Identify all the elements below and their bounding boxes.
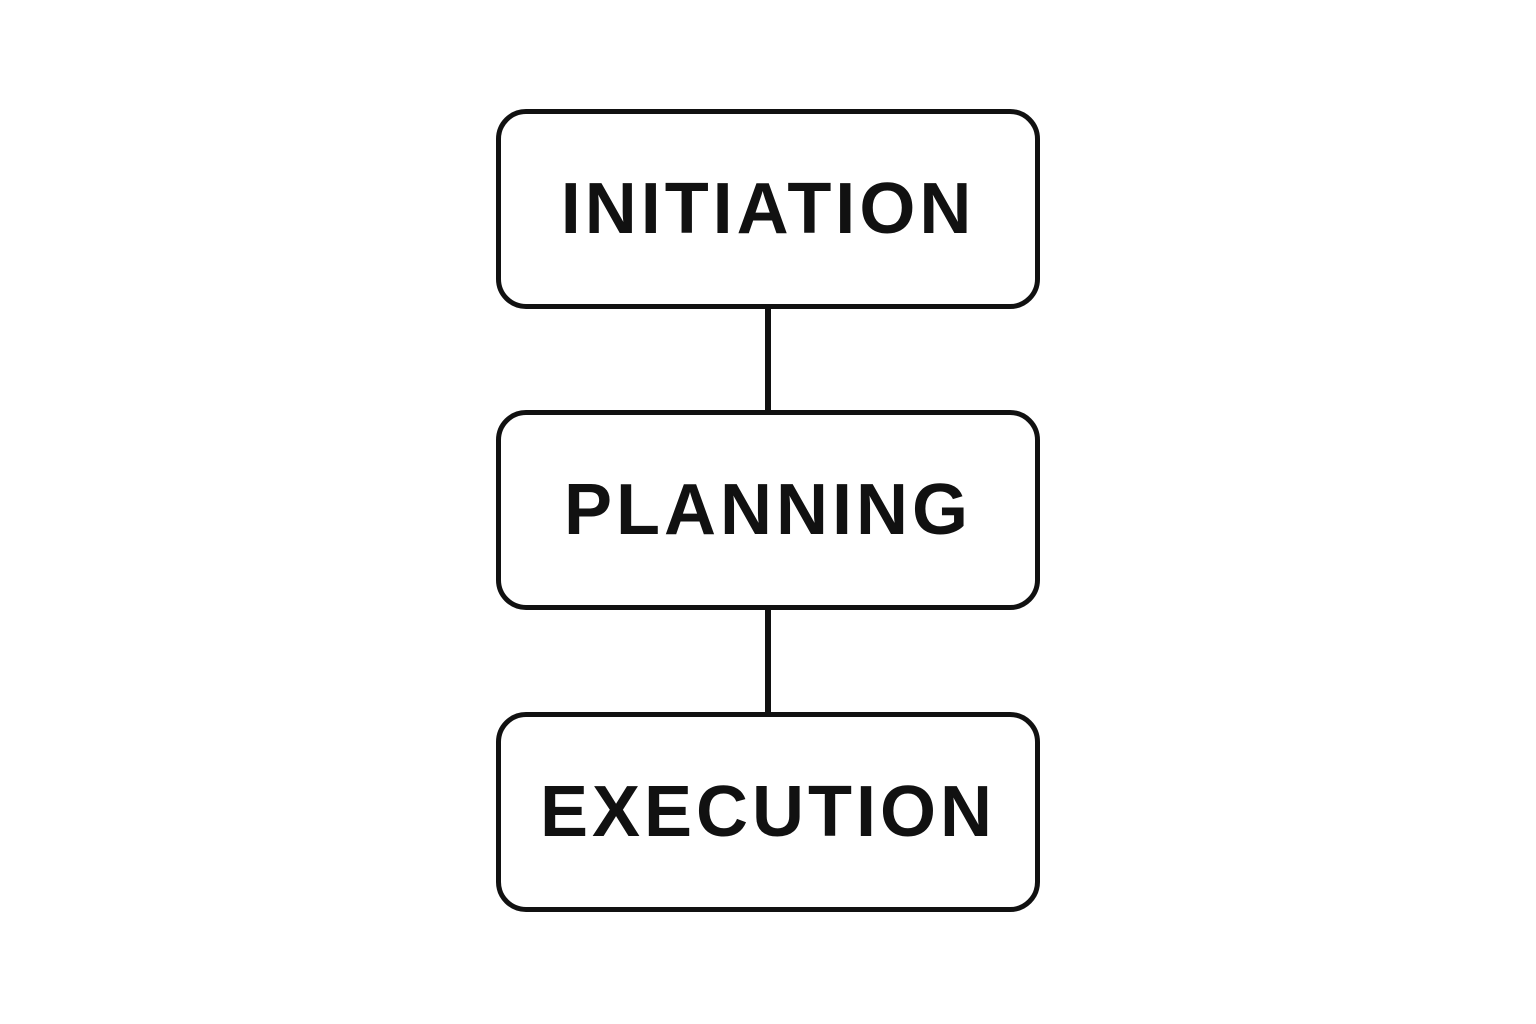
stage-box-planning: PLANNING (496, 410, 1040, 610)
stage-label-execution: EXECUTION (539, 772, 997, 852)
connector-planning-execution (765, 610, 771, 714)
connector-initiation-planning (765, 309, 771, 412)
stage-label-initiation: INITIATION (560, 169, 976, 249)
stage-label-planning: PLANNING (564, 470, 972, 550)
stage-box-execution: EXECUTION (496, 712, 1040, 912)
stage-box-initiation: INITIATION (496, 109, 1040, 309)
